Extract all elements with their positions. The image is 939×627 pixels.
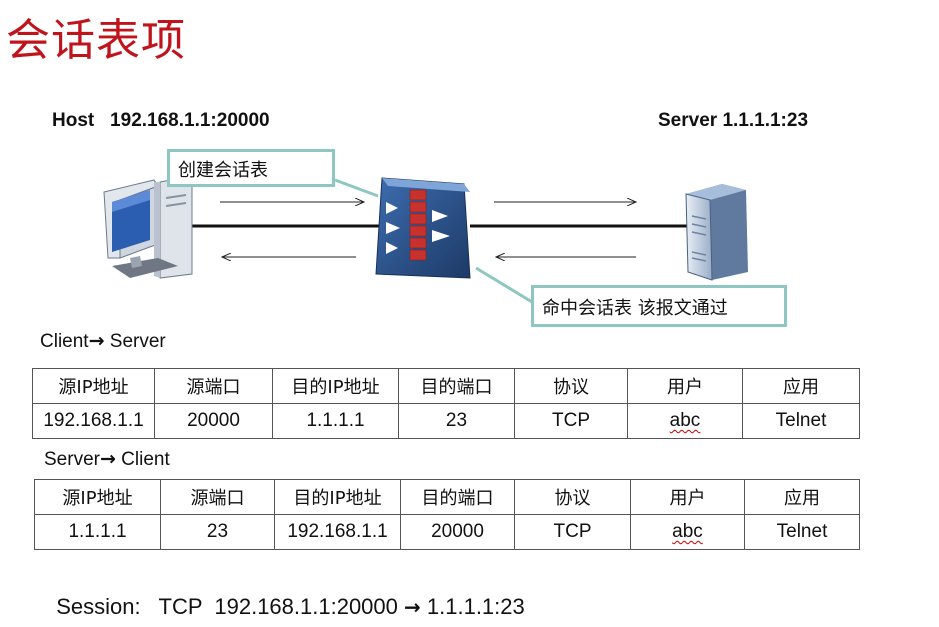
header-user: 用户 <box>627 368 743 404</box>
cell-src-ip: 192.168.1.1 <box>32 403 155 439</box>
right-arrow-icon: → <box>99 448 116 470</box>
header-application: 应用 <box>744 479 860 515</box>
server-tower-icon <box>685 184 748 281</box>
cell-application: Telnet <box>744 514 860 550</box>
header-dst-port: 目的端口 <box>398 368 515 404</box>
label-to: Client <box>115 449 170 470</box>
label-to: Server <box>104 331 166 352</box>
header-dst-port: 目的端口 <box>400 479 515 515</box>
header-src-ip: 源IP地址 <box>32 368 155 404</box>
label-server-to-client: Server→ Client <box>44 448 170 471</box>
session-summary: Session: TCP 192.168.1.1:20000 → 1.1.1.1… <box>44 568 525 620</box>
header-src-port: 源端口 <box>154 368 273 404</box>
header-src-port: 源端口 <box>160 479 275 515</box>
callout-create-pointer <box>334 178 379 198</box>
cell-src-port: 20000 <box>154 403 273 439</box>
cell-dst-port: 23 <box>398 403 515 439</box>
callout-session-hit: 命中会话表 该报文通过 <box>531 285 787 327</box>
session-table-client-server: 源IP地址 源端口 目的IP地址 目的端口 协议 用户 应用 192.168.1… <box>32 368 860 439</box>
header-dst-ip: 目的IP地址 <box>274 479 401 515</box>
header-user: 用户 <box>630 479 745 515</box>
cell-application: Telnet <box>742 403 860 439</box>
callout-create-session: 创建会话表 <box>167 149 335 187</box>
user-value: abc <box>669 410 701 431</box>
header-protocol: 协议 <box>514 368 628 404</box>
header-application: 应用 <box>742 368 860 404</box>
callout-hit-pointer <box>475 266 533 304</box>
header-protocol: 协议 <box>514 479 631 515</box>
cell-protocol: TCP <box>514 514 631 550</box>
cell-protocol: TCP <box>514 403 628 439</box>
page-title: 会话表项 <box>6 15 186 66</box>
cell-src-ip: 1.1.1.1 <box>34 514 161 550</box>
table-row: 192.168.1.1 20000 1.1.1.1 23 TCP abc Tel… <box>32 403 860 439</box>
user-value: abc <box>672 521 703 542</box>
label-from: Server <box>44 449 100 470</box>
table-header-row: 源IP地址 源端口 目的IP地址 目的端口 协议 用户 应用 <box>34 479 860 515</box>
server-label: Server 1.1.1.1:23 <box>658 110 809 131</box>
label-client-to-server: Client→ Server <box>40 330 166 353</box>
host-label: Host 192.168.1.1:20000 <box>52 110 270 131</box>
cell-user: abc <box>630 514 745 550</box>
session-table-server-client: 源IP地址 源端口 目的IP地址 目的端口 协议 用户 应用 1.1.1.1 2… <box>34 479 860 550</box>
cell-src-port: 23 <box>160 514 275 550</box>
header-dst-ip: 目的IP地址 <box>272 368 399 404</box>
right-arrow-icon: → <box>404 595 421 619</box>
right-arrow-icon: → <box>88 330 105 352</box>
firewall-icon <box>375 177 471 279</box>
header-src-ip: 源IP地址 <box>34 479 161 515</box>
cell-dst-ip: 192.168.1.1 <box>274 514 401 550</box>
table-row: 1.1.1.1 23 192.168.1.1 20000 TCP abc Tel… <box>34 514 860 550</box>
cell-dst-port: 20000 <box>400 514 515 550</box>
topology-diagram <box>103 175 748 304</box>
summary-suffix: 1.1.1.1:23 <box>420 594 525 619</box>
cell-user: abc <box>627 403 743 439</box>
table-header-row: 源IP地址 源端口 目的IP地址 目的端口 协议 用户 应用 <box>32 368 860 404</box>
summary-prefix: Session: TCP 192.168.1.1:20000 <box>56 594 405 619</box>
desktop-computer-icon <box>103 175 193 279</box>
label-from: Client <box>40 331 89 352</box>
cell-dst-ip: 1.1.1.1 <box>272 403 399 439</box>
